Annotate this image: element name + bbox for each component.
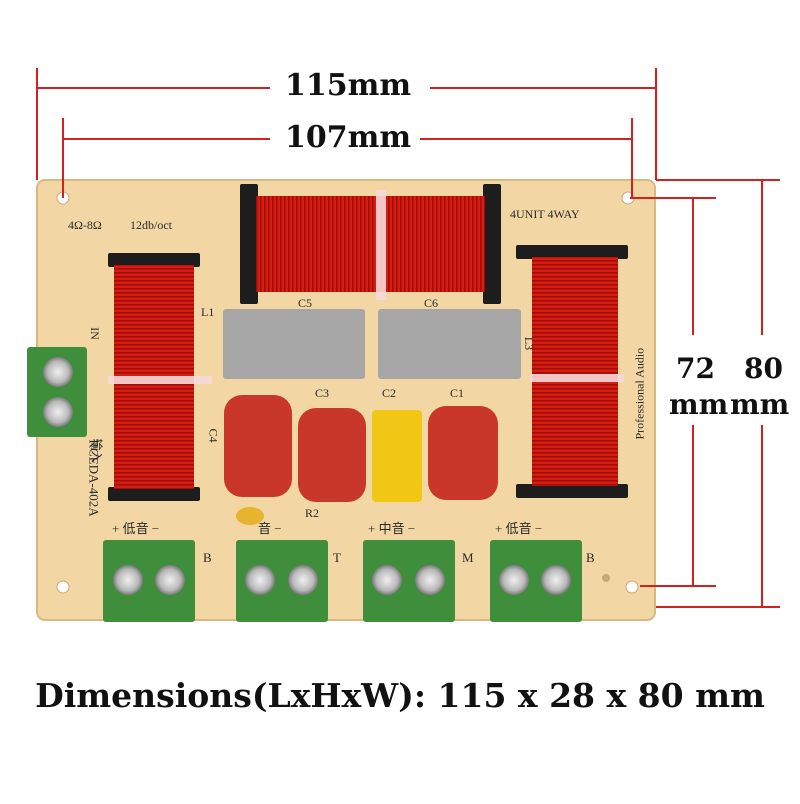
output-terminal-2 <box>236 540 328 622</box>
dimension-height-unit: mm <box>669 388 729 421</box>
silk-r2: R2 <box>305 506 320 520</box>
dimensions-caption: Dimensions(LxHxW): 115 x 28 x 80 mm <box>0 676 800 715</box>
silk-input: IN <box>87 327 102 340</box>
capacitor-c1 <box>428 406 498 500</box>
silk-c3: C3 <box>315 386 330 400</box>
output-terminal-4 <box>490 540 582 622</box>
silk-config: 4UNIT 4WAY <box>510 207 580 221</box>
output-terminal-3 <box>363 540 455 622</box>
capacitor-c3 <box>298 408 366 502</box>
capacitor-c4 <box>224 395 292 497</box>
mounting-hole <box>56 580 70 594</box>
capacitor-c2 <box>372 410 422 502</box>
silk-output-4-letter: B <box>586 550 595 565</box>
silk-output-3-letter: M <box>462 550 474 565</box>
mounting-hole <box>625 580 639 594</box>
dimension-length-total: 115mm <box>285 68 412 103</box>
silk-l1: L1 <box>201 305 215 319</box>
caption-value: 115 x 28 x 80 mm <box>437 676 765 715</box>
silk-output-4-cn: + 低音 − <box>495 521 543 536</box>
silk-l3: L3 <box>522 336 537 351</box>
silk-c4: C4 <box>206 428 221 443</box>
silk-c6: C6 <box>424 296 439 310</box>
capacitor-c6 <box>378 309 521 379</box>
silk-slope: 12db/oct <box>130 218 172 232</box>
coil-right <box>532 257 618 486</box>
silk-brand: Professional Audio <box>632 347 647 440</box>
dimension-length-holes: 107mm <box>285 120 412 155</box>
output-terminal-1 <box>103 540 195 622</box>
resistor-r2 <box>236 507 264 525</box>
capacitor-c5 <box>223 309 365 379</box>
caption-label: Dimensions(LxHxW): <box>35 676 427 715</box>
silk-output-1-cn: + 低音 − <box>112 521 160 536</box>
silk-impedance: 4Ω-8Ω <box>68 218 102 232</box>
silk-c1: C1 <box>450 386 465 400</box>
coil-top <box>256 196 485 292</box>
silk-c2: C2 <box>382 386 397 400</box>
silk-output-3-cn: + 中音 − <box>368 521 416 536</box>
silk-output-2-letter: T <box>333 550 341 565</box>
dimension-width-unit: mm <box>730 388 790 421</box>
silk-output-1-letter: B <box>203 550 212 565</box>
dimension-lines <box>36 68 780 608</box>
silk-c5: C5 <box>298 296 313 310</box>
dimension-width-value: 80 <box>744 352 783 385</box>
silk-output-2-cn: 音 − <box>258 521 282 536</box>
dimension-height-value: 72 <box>676 352 715 385</box>
silk-input-cn: 输入 <box>89 438 104 463</box>
